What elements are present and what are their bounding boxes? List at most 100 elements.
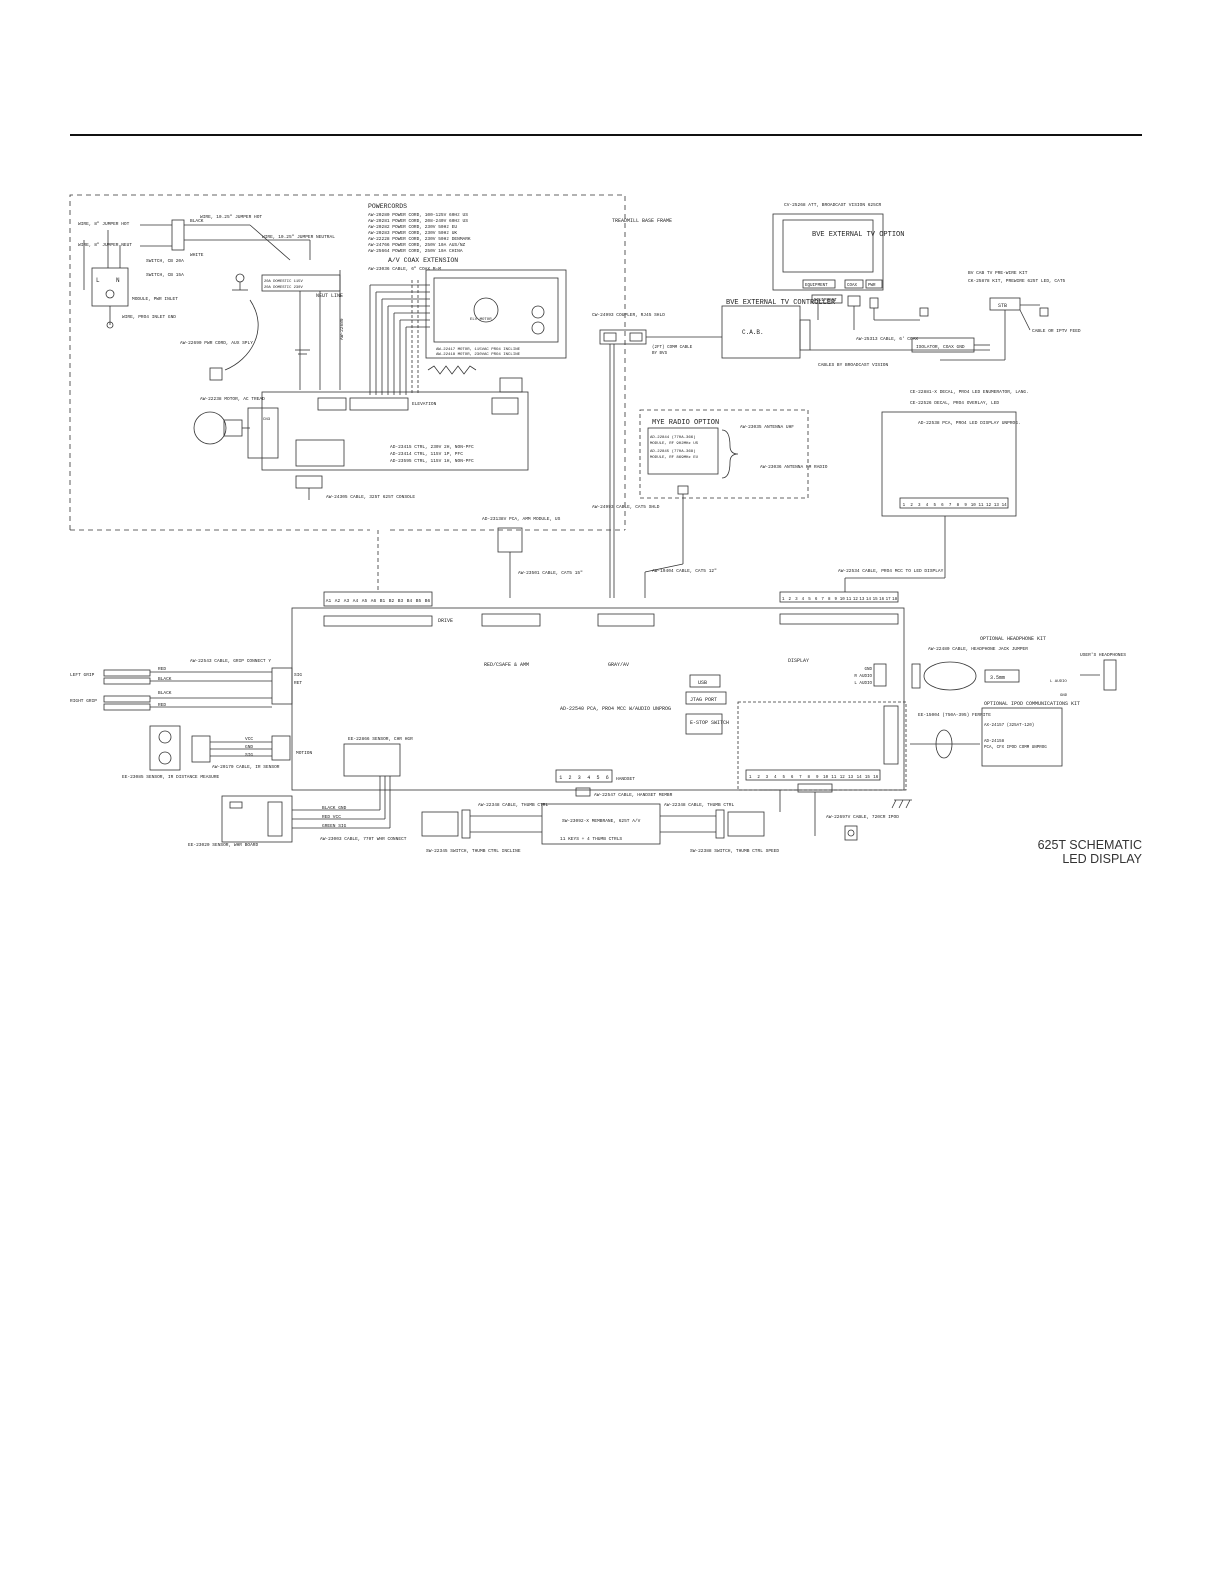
svg-text:SWITCH, CB 15A: SWITCH, CB 15A [146, 272, 184, 278]
svg-text:20A DOMESTIC 230V: 20A DOMESTIC 230V [264, 286, 303, 290]
svg-text:MODULE, RF 869MHz EU: MODULE, RF 869MHz EU [650, 456, 699, 460]
svg-text:VCC: VCC [245, 736, 253, 742]
power-inlet: L N WIRE, 8" JUMPER HOT WIRE, 8" JUMPER … [78, 221, 184, 329]
svg-text:RET: RET [294, 680, 302, 686]
svg-text:GREEN SIG: GREEN SIG [322, 823, 347, 829]
rj45-coupler: CW-24993 COUPLER, RJ45 SHLD (2FT) COMM C… [592, 312, 722, 598]
svg-text:BLACK: BLACK [158, 690, 172, 696]
bve-tv-option: BVE EXTERNAL TV OPTION CV-25268 ATT, BRO… [772, 202, 904, 291]
grip-sensors: LEFT GRIP RIGHT GRIP RED BLACK BLACK RED… [70, 658, 272, 711]
treadmill-frame-label: TREADMILL BASE FRAME [612, 218, 672, 224]
jtag-label: JTAG PORT [690, 697, 717, 703]
connector-pin: 11 [831, 776, 837, 780]
connector-pin: 14 [866, 598, 872, 602]
svg-text:ISOLATOR, COAX GND: ISOLATOR, COAX GND [916, 344, 965, 350]
svg-text:ELEVATION: ELEVATION [412, 401, 437, 407]
connector-pin: 5 [933, 504, 936, 508]
connector-pin: A4 [353, 598, 359, 604]
connector-pin: 6 [941, 504, 944, 508]
connector-pin: 8 [808, 776, 811, 780]
connector-pin: 2 [568, 775, 571, 781]
svg-text:BLACK: BLACK [158, 676, 172, 682]
connector-pin: 18 [892, 598, 898, 602]
drive-label: DRIVE [438, 618, 453, 624]
svg-text:L AUDIO: L AUDIO [854, 682, 872, 686]
connector-pin: 3 [766, 776, 769, 780]
breaker-switch: BLACK WHITE WIRE, 10.25" JUMPER HOT WIRE… [140, 214, 335, 291]
svg-text:EQUIPMENT: EQUIPMENT [814, 299, 837, 303]
left-grip-label: LEFT GRIP [70, 672, 95, 678]
ground-symbols [891, 799, 912, 809]
connector-pin: 6 [815, 598, 818, 602]
connector-pin: 5 [808, 598, 811, 602]
connector-pin: A3 [344, 598, 350, 604]
connector-pin: B5 [416, 598, 422, 604]
svg-text:SIG: SIG [245, 752, 253, 758]
svg-text:AD-23414 CTRL, 115V 1P, PFC: AD-23414 CTRL, 115V 1P, PFC [390, 451, 463, 457]
red-csafe-label: RED/CSAFE & AMM [484, 662, 529, 668]
connector-pin: 16 [879, 598, 885, 602]
handset-label: HANDSET [616, 776, 635, 782]
handset-connector [555, 769, 613, 783]
thumb-cable-left-label: AW-22348 CABLE, THUMB CTRL [478, 802, 549, 808]
antenna-uhf-label: AW-23035 ANTENNA UHF [740, 424, 794, 430]
display-label: DISPLAY [788, 658, 809, 664]
connector-pin: 8 [957, 504, 960, 508]
svg-text:L AUDIO: L AUDIO [1050, 680, 1067, 684]
svg-text:SWITCH, CB 20A: SWITCH, CB 20A [146, 258, 184, 264]
connector-pin: 9 [964, 504, 967, 508]
coupler-label: CW-24993 COUPLER, RJ45 SHLD [592, 312, 665, 318]
mye-radio-option: MYE RADIO OPTION AD-22844 (770A-366) MOD… [592, 409, 828, 598]
audio-connector [745, 769, 881, 781]
ipod-kit: OPTIONAL IPOD COMMUNICATIONS KIT EE-1500… [910, 701, 1080, 767]
connector-pin: 11 [978, 504, 984, 508]
svg-text:AW-25664 POWER CORD, 250V 10A: AW-25664 POWER CORD, 250V 10A CHINA [368, 248, 463, 254]
svg-text:AW-23036 CABLE, 6" COAX M-M: AW-23036 CABLE, 6" COAX M-M [368, 266, 441, 272]
chr-sensor-label: EE-22866 SENSOR, CHR HGR [348, 736, 413, 742]
connector-pin: 4 [926, 504, 929, 508]
amm-module: AD-23138V PCA, AMM MODULE, US AW-23501 C… [482, 516, 583, 598]
thumb-incline-label: SW-22345 SWITCH, THUMB CTRL INCLINE [426, 848, 521, 854]
aux-cord-label: AW-22690 PWR CORD, AUX SPLY [180, 340, 253, 346]
connector-pin: A5 [362, 598, 368, 604]
motion-label: MOTION [296, 750, 313, 756]
svg-text:WIRE, 8" JUMPER HOT: WIRE, 8" JUMPER HOT [78, 221, 130, 227]
ir-sensor-label: EE-23085 SENSOR, IR DISTANCE MEASURE [122, 774, 220, 780]
svg-text:N: N [116, 277, 120, 284]
ipod-cable-label: AW-22697V CABLE, 720CR IPOD [826, 814, 899, 820]
connector-pin: 17 [886, 598, 892, 602]
connector-pin: 4 [774, 776, 777, 780]
connector-pin: 7 [799, 776, 802, 780]
svg-text:GND: GND [1060, 694, 1068, 698]
connector-pin: 10 [840, 598, 846, 602]
caption-title: 625T SCHEMATIC [1037, 838, 1142, 852]
ctrl-parts-label: AD-23415 CTRL, 230V 2H, NON-PFC [390, 444, 474, 450]
svg-text:RED: RED [158, 666, 166, 672]
harness-wires [369, 280, 523, 395]
svg-text:AW-22689: AW-22689 [339, 318, 345, 340]
connector-pin: A1 [326, 598, 332, 604]
led-display-board: CE-22881-X DECAL, PRO4 LED ENUMERATOR, L… [838, 389, 1029, 592]
users-headphones-label: USER'S HEADPHONES [1080, 652, 1126, 658]
connector-pin: 2 [789, 598, 792, 602]
ir-cable-label: AW-20170 CABLE, IR SENSOR [212, 764, 280, 770]
svg-text:WIRE, PRO4 INLET GND: WIRE, PRO4 INLET GND [122, 314, 176, 320]
connector-pin: B6 [425, 598, 431, 604]
svg-text:AD-23595 CTRL, 115V 1H, NON-PF: AD-23595 CTRL, 115V 1H, NON-PFC [390, 458, 474, 464]
console-cable-label: AW-24305 CABLE, 325T 625T CONSOLE [326, 494, 415, 500]
connector-pin: B4 [407, 598, 413, 604]
connector-pin: 13 [859, 598, 865, 602]
connector-pin: A6 [371, 598, 377, 604]
svg-text:AW-24766 POWER CORD, 250V 10A: AW-24766 POWER CORD, 250V 10A AUS/NZ [368, 242, 466, 248]
svg-text:L: L [96, 277, 100, 284]
connector-pin: 2 [910, 504, 913, 508]
svg-text:RED: RED [158, 702, 166, 708]
led-board-label: AD-22538 PCA, PRO4 LED DISPLAY UNPROG. [918, 420, 1021, 426]
connector-pin: 7 [949, 504, 952, 508]
